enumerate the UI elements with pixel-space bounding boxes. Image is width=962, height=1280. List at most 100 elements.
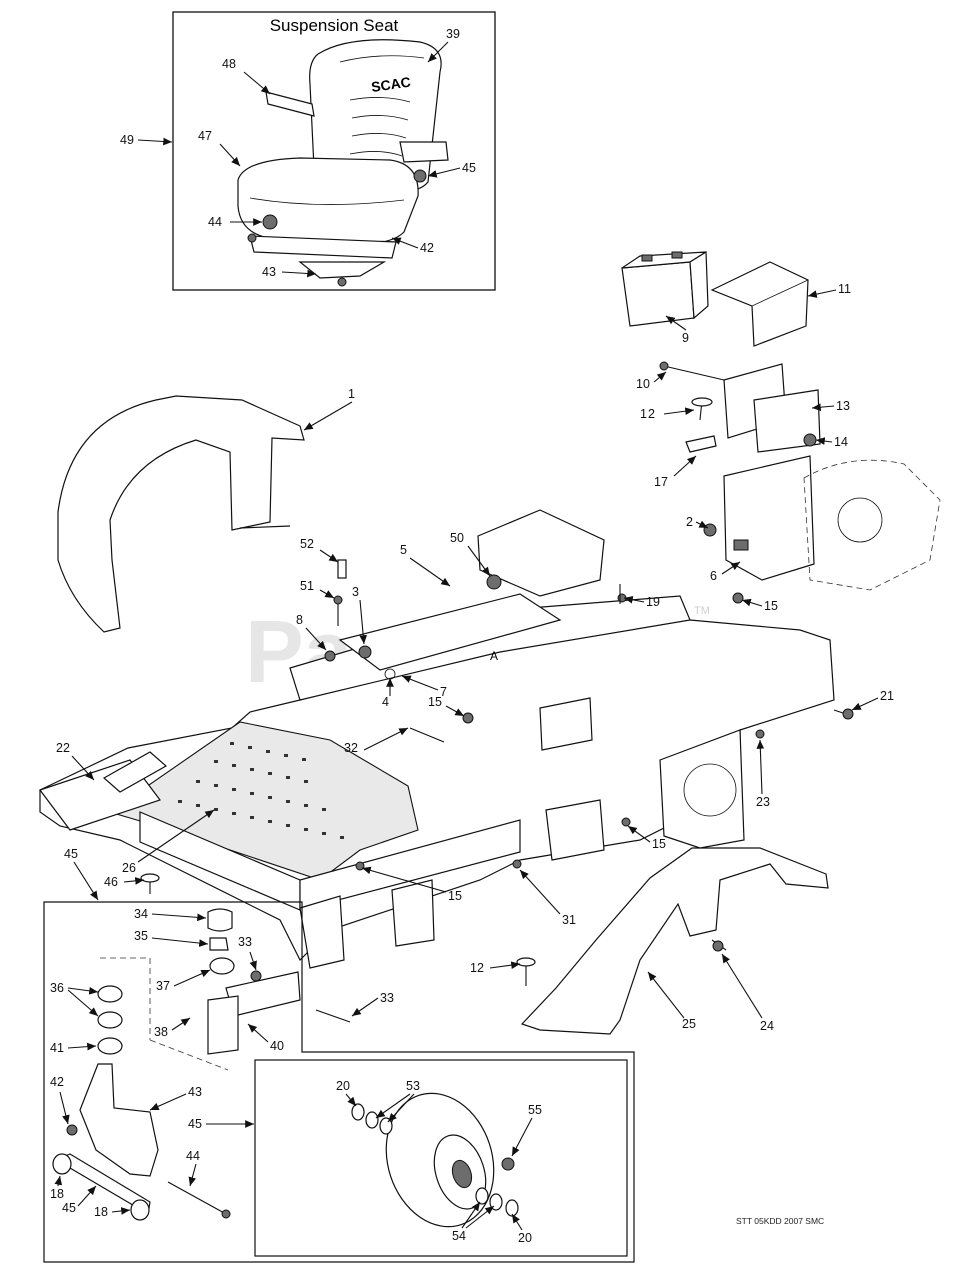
callout-31: 34 [134, 907, 148, 921]
caster-assembly [43, 901, 635, 1263]
callout-26: 26 [122, 861, 136, 875]
callout-5: 5 [400, 543, 407, 557]
callouts: 39 48 49 47 45 44 42 43 11 9 10 1 2 13 1… [50, 27, 894, 1245]
rear-upright [659, 729, 745, 849]
callout-45: 45 [462, 161, 476, 175]
frame-plate [338, 593, 562, 671]
callout-27: 31 [562, 913, 576, 927]
callout-23: 23 [756, 795, 770, 809]
caster-pivot [207, 995, 239, 1055]
seat-cushion [237, 157, 419, 245]
wheel-assembly [254, 1059, 628, 1257]
callout-12-a: 1 [640, 407, 647, 421]
callout-7: 7 [440, 685, 447, 699]
callout-43: 43 [262, 265, 276, 279]
callout-15-c: 15 [652, 837, 666, 851]
callout-48: 48 [222, 57, 236, 71]
callout-50: 45 [64, 847, 78, 861]
callout-35: 40 [270, 1039, 284, 1053]
fender-right [520, 847, 829, 1035]
fender-left [57, 395, 305, 633]
callout-29: 33 [380, 991, 394, 1005]
spacer-left [52, 1153, 72, 1175]
bearing-cone [97, 985, 123, 1003]
callout-53: 52 [300, 537, 314, 551]
callout-24: 24 [760, 1019, 774, 1033]
callout-28: 32 [344, 741, 358, 755]
battery-cover [710, 261, 809, 347]
battery [621, 261, 695, 327]
callout-10: 10 [636, 377, 650, 391]
seat-knob [262, 214, 278, 230]
callout-12-a-second: 2 [648, 407, 655, 421]
armrest-left [265, 91, 315, 117]
caster-cap [207, 908, 233, 932]
callout-15-d: 15 [448, 889, 462, 903]
bearing-upper [209, 957, 235, 975]
callout-21: 21 [880, 689, 894, 703]
armrest-right [399, 141, 449, 163]
callout-36: 41 [50, 1041, 64, 1055]
callout-25: 25 [682, 1017, 696, 1031]
callout-40: 45 [62, 1201, 76, 1215]
frame-rear-tower [477, 509, 605, 597]
callout-22: 22 [56, 741, 70, 755]
caster-bolt [167, 1181, 227, 1215]
caster-group-border [43, 901, 635, 1263]
callout-2: 2 [686, 515, 693, 529]
watermark-tm: TM [694, 605, 710, 617]
callout-37: 42 [50, 1075, 64, 1089]
callout-30: 33 [238, 935, 252, 949]
spacer-right [130, 1199, 150, 1221]
engine-outline [803, 459, 941, 591]
callout-3: 3 [352, 585, 359, 599]
callout-19: 19 [646, 595, 660, 609]
bearing-cup [97, 1037, 123, 1055]
callout-9: 9 [682, 331, 689, 345]
footer-code: STT 05KDD 2007 SMC [736, 1216, 824, 1226]
seat-knob-right [413, 169, 427, 183]
callout-11: 11 [838, 282, 851, 296]
callout-46: 47 [198, 129, 212, 143]
callout-33-a: 36 [50, 981, 64, 995]
seat-brand-logo: SCAC [370, 74, 412, 95]
pedal-mount [102, 751, 168, 793]
callout-14: 14 [834, 435, 848, 449]
callout-42: 42 [420, 241, 434, 255]
main-frame: A [39, 509, 835, 969]
wheel-box [254, 1059, 628, 1257]
suspension-seat-group: Suspension Seat SCAC [172, 11, 496, 291]
seat-rail [298, 261, 387, 279]
callout-55: 55 [528, 1103, 542, 1117]
seat-box [172, 11, 496, 291]
callout-13: 13 [836, 399, 850, 413]
callout-20-a: 20 [336, 1079, 350, 1093]
callout-38: 43 [188, 1085, 202, 1099]
callout-41: 45 [188, 1117, 202, 1131]
caster-fork [79, 1063, 159, 1177]
seat-box-title: Suspension Seat [270, 16, 399, 35]
callout-34: 38 [154, 1025, 168, 1039]
callout-18-a: 18 [50, 1187, 64, 1201]
callout-15-b: 15 [428, 695, 442, 709]
callout-49: 49 [120, 133, 134, 147]
callout-6: 6 [710, 569, 717, 583]
callout-33-b: 37 [156, 979, 170, 993]
callout-8: 8 [296, 613, 303, 627]
battery-assembly [621, 250, 821, 581]
callout-17: 17 [654, 475, 668, 489]
callout-45-b: 46 [104, 875, 118, 889]
callout-39: 44 [186, 1149, 200, 1163]
callout-12-b: 12 [470, 961, 484, 975]
callout-51: 50 [450, 531, 464, 545]
callout-20-b: 20 [518, 1231, 532, 1245]
callout-54-a: 53 [406, 1079, 420, 1093]
pad [685, 435, 717, 453]
mount-plate [723, 455, 815, 581]
callout-32: 35 [134, 929, 148, 943]
callout-44: 44 [208, 215, 222, 229]
callout-47: 39 [446, 27, 460, 41]
seat-suspension [249, 235, 397, 259]
callout-52: 51 [300, 579, 314, 593]
